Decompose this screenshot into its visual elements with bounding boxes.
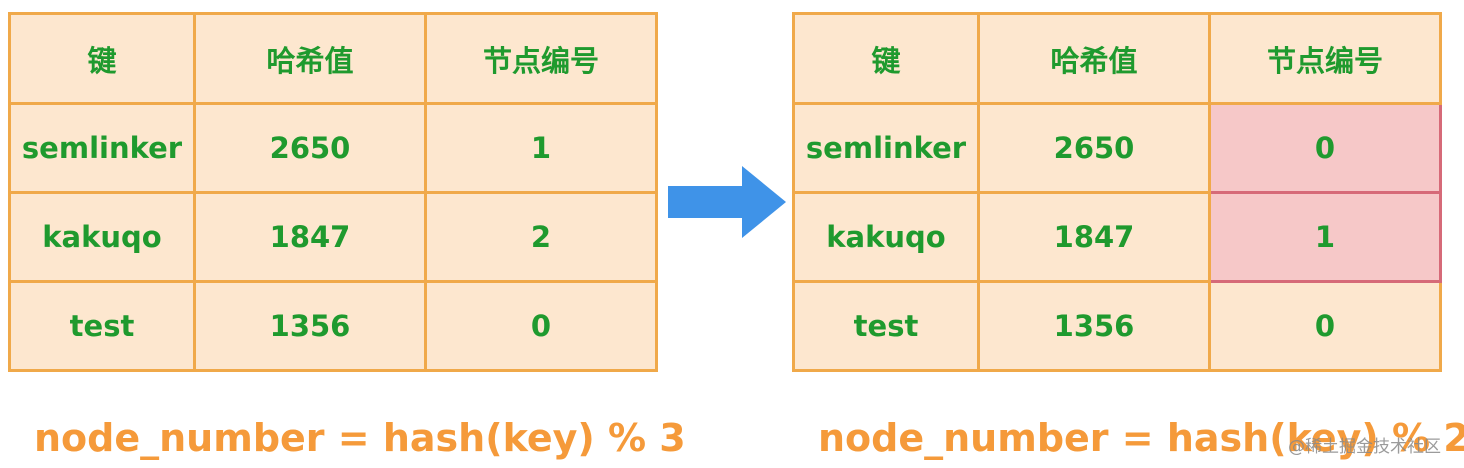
hash-cell: 2650 xyxy=(977,102,1211,194)
hash-cell: 1356 xyxy=(193,280,427,372)
hash-cell: 2650 xyxy=(193,102,427,194)
node-cell: 1 xyxy=(424,102,658,194)
hash-table-before: 键 哈希值 节点编号 semlinker 2650 1 kakuqo 1847 … xyxy=(8,12,658,372)
header-key: 键 xyxy=(8,12,196,105)
node-cell: 0 xyxy=(1208,280,1442,372)
table-row: kakuqo 1847 1 xyxy=(792,191,1442,283)
node-cell-changed: 0 xyxy=(1208,102,1442,194)
hash-table-after: 键 哈希值 节点编号 semlinker 2650 0 kakuqo 1847 … xyxy=(792,12,1442,372)
node-cell: 2 xyxy=(424,191,658,283)
node-cell: 0 xyxy=(424,280,658,372)
formula-mod-3: node_number = hash(key) % 3 xyxy=(34,416,686,460)
watermark: @稀土掘金技术社区 xyxy=(1288,437,1441,457)
table-row: test 1356 0 xyxy=(8,280,658,372)
hash-cell: 1847 xyxy=(193,191,427,283)
key-cell: test xyxy=(8,280,196,372)
table-row: semlinker 2650 0 xyxy=(792,102,1442,194)
hash-cell: 1356 xyxy=(977,280,1211,372)
key-cell: semlinker xyxy=(792,102,980,194)
table-row: kakuqo 1847 2 xyxy=(8,191,658,283)
table-header-row: 键 哈希值 节点编号 xyxy=(8,12,658,105)
formula-mod-2: node_number = hash(key) % 2 xyxy=(818,416,1464,460)
right-arrow-icon xyxy=(668,166,786,238)
table-row: test 1356 0 xyxy=(792,280,1442,372)
header-node: 节点编号 xyxy=(424,12,658,105)
header-key: 键 xyxy=(792,12,980,105)
hash-cell: 1847 xyxy=(977,191,1211,283)
header-node: 节点编号 xyxy=(1208,12,1442,105)
table-row: semlinker 2650 1 xyxy=(8,102,658,194)
node-cell-changed: 1 xyxy=(1208,191,1442,283)
key-cell: test xyxy=(792,280,980,372)
header-hash: 哈希值 xyxy=(977,12,1211,105)
table-header-row: 键 哈希值 节点编号 xyxy=(792,12,1442,105)
header-hash: 哈希值 xyxy=(193,12,427,105)
key-cell: semlinker xyxy=(8,102,196,194)
key-cell: kakuqo xyxy=(792,191,980,283)
key-cell: kakuqo xyxy=(8,191,196,283)
